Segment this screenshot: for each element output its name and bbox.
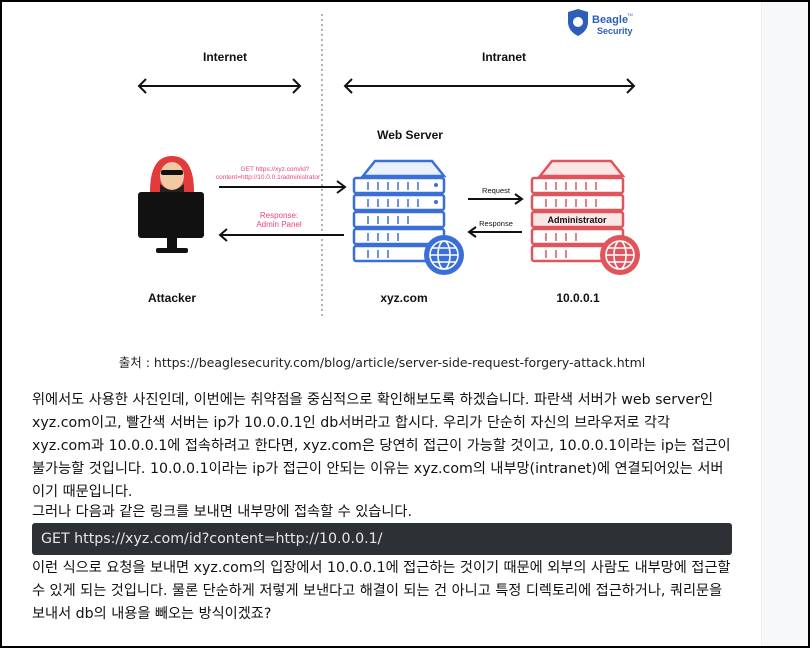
intranet-span-arrow (345, 79, 634, 93)
response-label: Response: (260, 211, 298, 220)
beagle-security-logo: Beagle TM Security (568, 9, 633, 36)
internal-response-arrow (469, 227, 522, 237)
web-server-globe-icon (424, 235, 464, 275)
brand-tm: TM (627, 12, 633, 17)
administrator-label: Administrator (547, 215, 607, 225)
paragraph-conclusion: 이런 식으로 요청을 보내면 xyz.com의 입장에서 10.0.0.1에 접… (32, 557, 732, 626)
attacker-label: Attacker (148, 291, 196, 305)
brand-subtitle: Security (597, 26, 633, 36)
brand-name: Beagle (592, 14, 628, 26)
internet-label: Internet (203, 50, 247, 64)
ip-label: 10.0.0.1 (556, 291, 600, 305)
code-block: GET https://xyz.com/id?content=http://10… (32, 523, 732, 555)
ssrf-diagram: Beagle TM Security Internet Intranet Web… (12, 6, 760, 346)
xyz-label: xyz.com (380, 291, 427, 305)
internal-request-label: Request (482, 186, 511, 195)
internal-request-arrow (468, 194, 522, 204)
ssrf-request-url: GET https://xyz.com/id? (241, 166, 310, 173)
image-caption: 출처 : https://beaglesecurity.com/blog/art… (2, 352, 762, 371)
request-arrow (219, 181, 345, 193)
ssrf-request-param: content=http://10.0.0.1/administrator (216, 174, 321, 181)
response-detail: Admin Panel (256, 220, 302, 229)
paragraph-link-intro: 그러나 다음과 같은 링크를 보내면 내부망에 접속할 수 있습니다. (32, 501, 732, 524)
attacker-icon (138, 156, 204, 253)
internal-response-label: Response (479, 219, 513, 228)
admin-server-globe-icon (600, 235, 640, 275)
intranet-label: Intranet (482, 50, 526, 64)
web-server-label: Web Server (377, 128, 443, 142)
paragraph-explanation: 위에서도 사용한 사진인데, 이번에는 취약점을 중심적으로 확인해보도록 하겠… (32, 389, 732, 504)
right-sidebar (761, 2, 808, 646)
internet-span-arrow (139, 79, 300, 93)
response-arrow (220, 229, 344, 241)
